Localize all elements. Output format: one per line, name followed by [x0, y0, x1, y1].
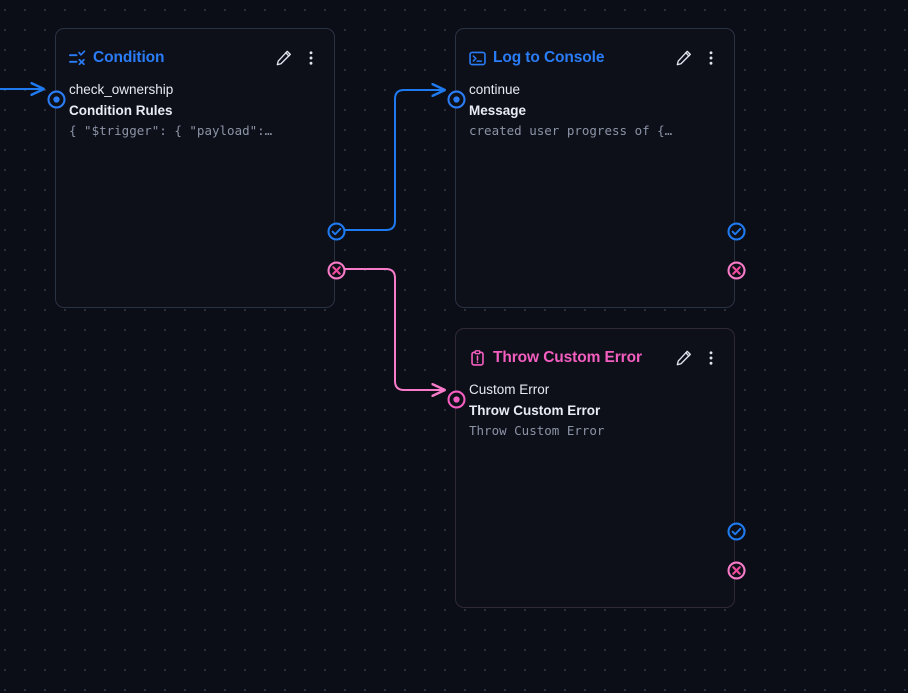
node-header-actions [675, 349, 722, 367]
kebab-menu-icon[interactable] [702, 349, 720, 367]
node-header: Log to Console [456, 29, 734, 73]
field-label: Condition Rules [69, 103, 173, 118]
node-header: Condition [56, 29, 334, 73]
kebab-menu-icon[interactable] [302, 49, 320, 67]
x-circle-icon [726, 560, 746, 580]
node-body: check_ownership Condition Rules { "$trig… [56, 73, 334, 139]
edge-condition-error-to-throw [344, 268, 446, 390]
pencil-icon[interactable] [675, 49, 693, 67]
output-port-success-log-to-console[interactable] [726, 221, 746, 241]
node-throw-custom-error[interactable]: Throw Custom Error Custom Error Throw Cu… [446, 328, 746, 608]
input-port-throw-custom-error[interactable] [446, 390, 466, 409]
pencil-icon[interactable] [675, 349, 693, 367]
field-value: { "$trigger": { "payload":… [69, 123, 273, 138]
field-label: Throw Custom Error [469, 403, 601, 418]
input-dot-icon [446, 90, 466, 109]
console-terminal-icon [469, 51, 486, 65]
field-value: created user progress of {… [469, 123, 673, 138]
input-dot-icon [46, 90, 66, 109]
output-port-error-condition[interactable] [326, 260, 346, 280]
kebab-menu-icon[interactable] [702, 49, 720, 67]
field-value: Throw Custom Error [469, 423, 605, 438]
node-log-to-console[interactable]: Log to Console continue Message created … [446, 28, 746, 308]
node-body: Custom Error Throw Custom Error Throw Cu… [456, 373, 734, 439]
node-title: Throw Custom Error [493, 349, 642, 366]
check-circle-icon [326, 221, 346, 241]
output-port-error-throw-custom-error[interactable] [726, 560, 746, 580]
input-port-log-to-console[interactable] [446, 90, 466, 109]
node-header-actions [675, 49, 722, 67]
check-circle-icon [726, 521, 746, 541]
node-header-actions [275, 49, 322, 67]
output-port-error-log-to-console[interactable] [726, 260, 746, 280]
condition-branch-icon [69, 49, 86, 65]
input-port-condition[interactable] [46, 90, 66, 109]
input-handle-label: check_ownership [69, 82, 174, 97]
input-handle-label: Custom Error [469, 382, 550, 397]
node-title: Condition [93, 49, 165, 66]
pencil-icon[interactable] [275, 49, 293, 67]
node-title: Log to Console [493, 49, 605, 66]
x-circle-icon [726, 260, 746, 280]
output-port-success-condition[interactable] [326, 221, 346, 241]
check-circle-icon [726, 221, 746, 241]
node-body: continue Message created user progress o… [456, 73, 734, 139]
x-circle-icon [326, 260, 346, 280]
input-handle-label: continue [469, 82, 521, 97]
edge-condition-success-to-log [344, 90, 446, 231]
node-header: Throw Custom Error [456, 329, 734, 373]
node-condition[interactable]: Condition check_ownership Condition Rule… [46, 28, 346, 308]
output-port-success-throw-custom-error[interactable] [726, 521, 746, 541]
alert-clipboard-icon [471, 349, 484, 366]
field-label: Message [469, 103, 527, 118]
input-dot-icon [446, 390, 466, 409]
